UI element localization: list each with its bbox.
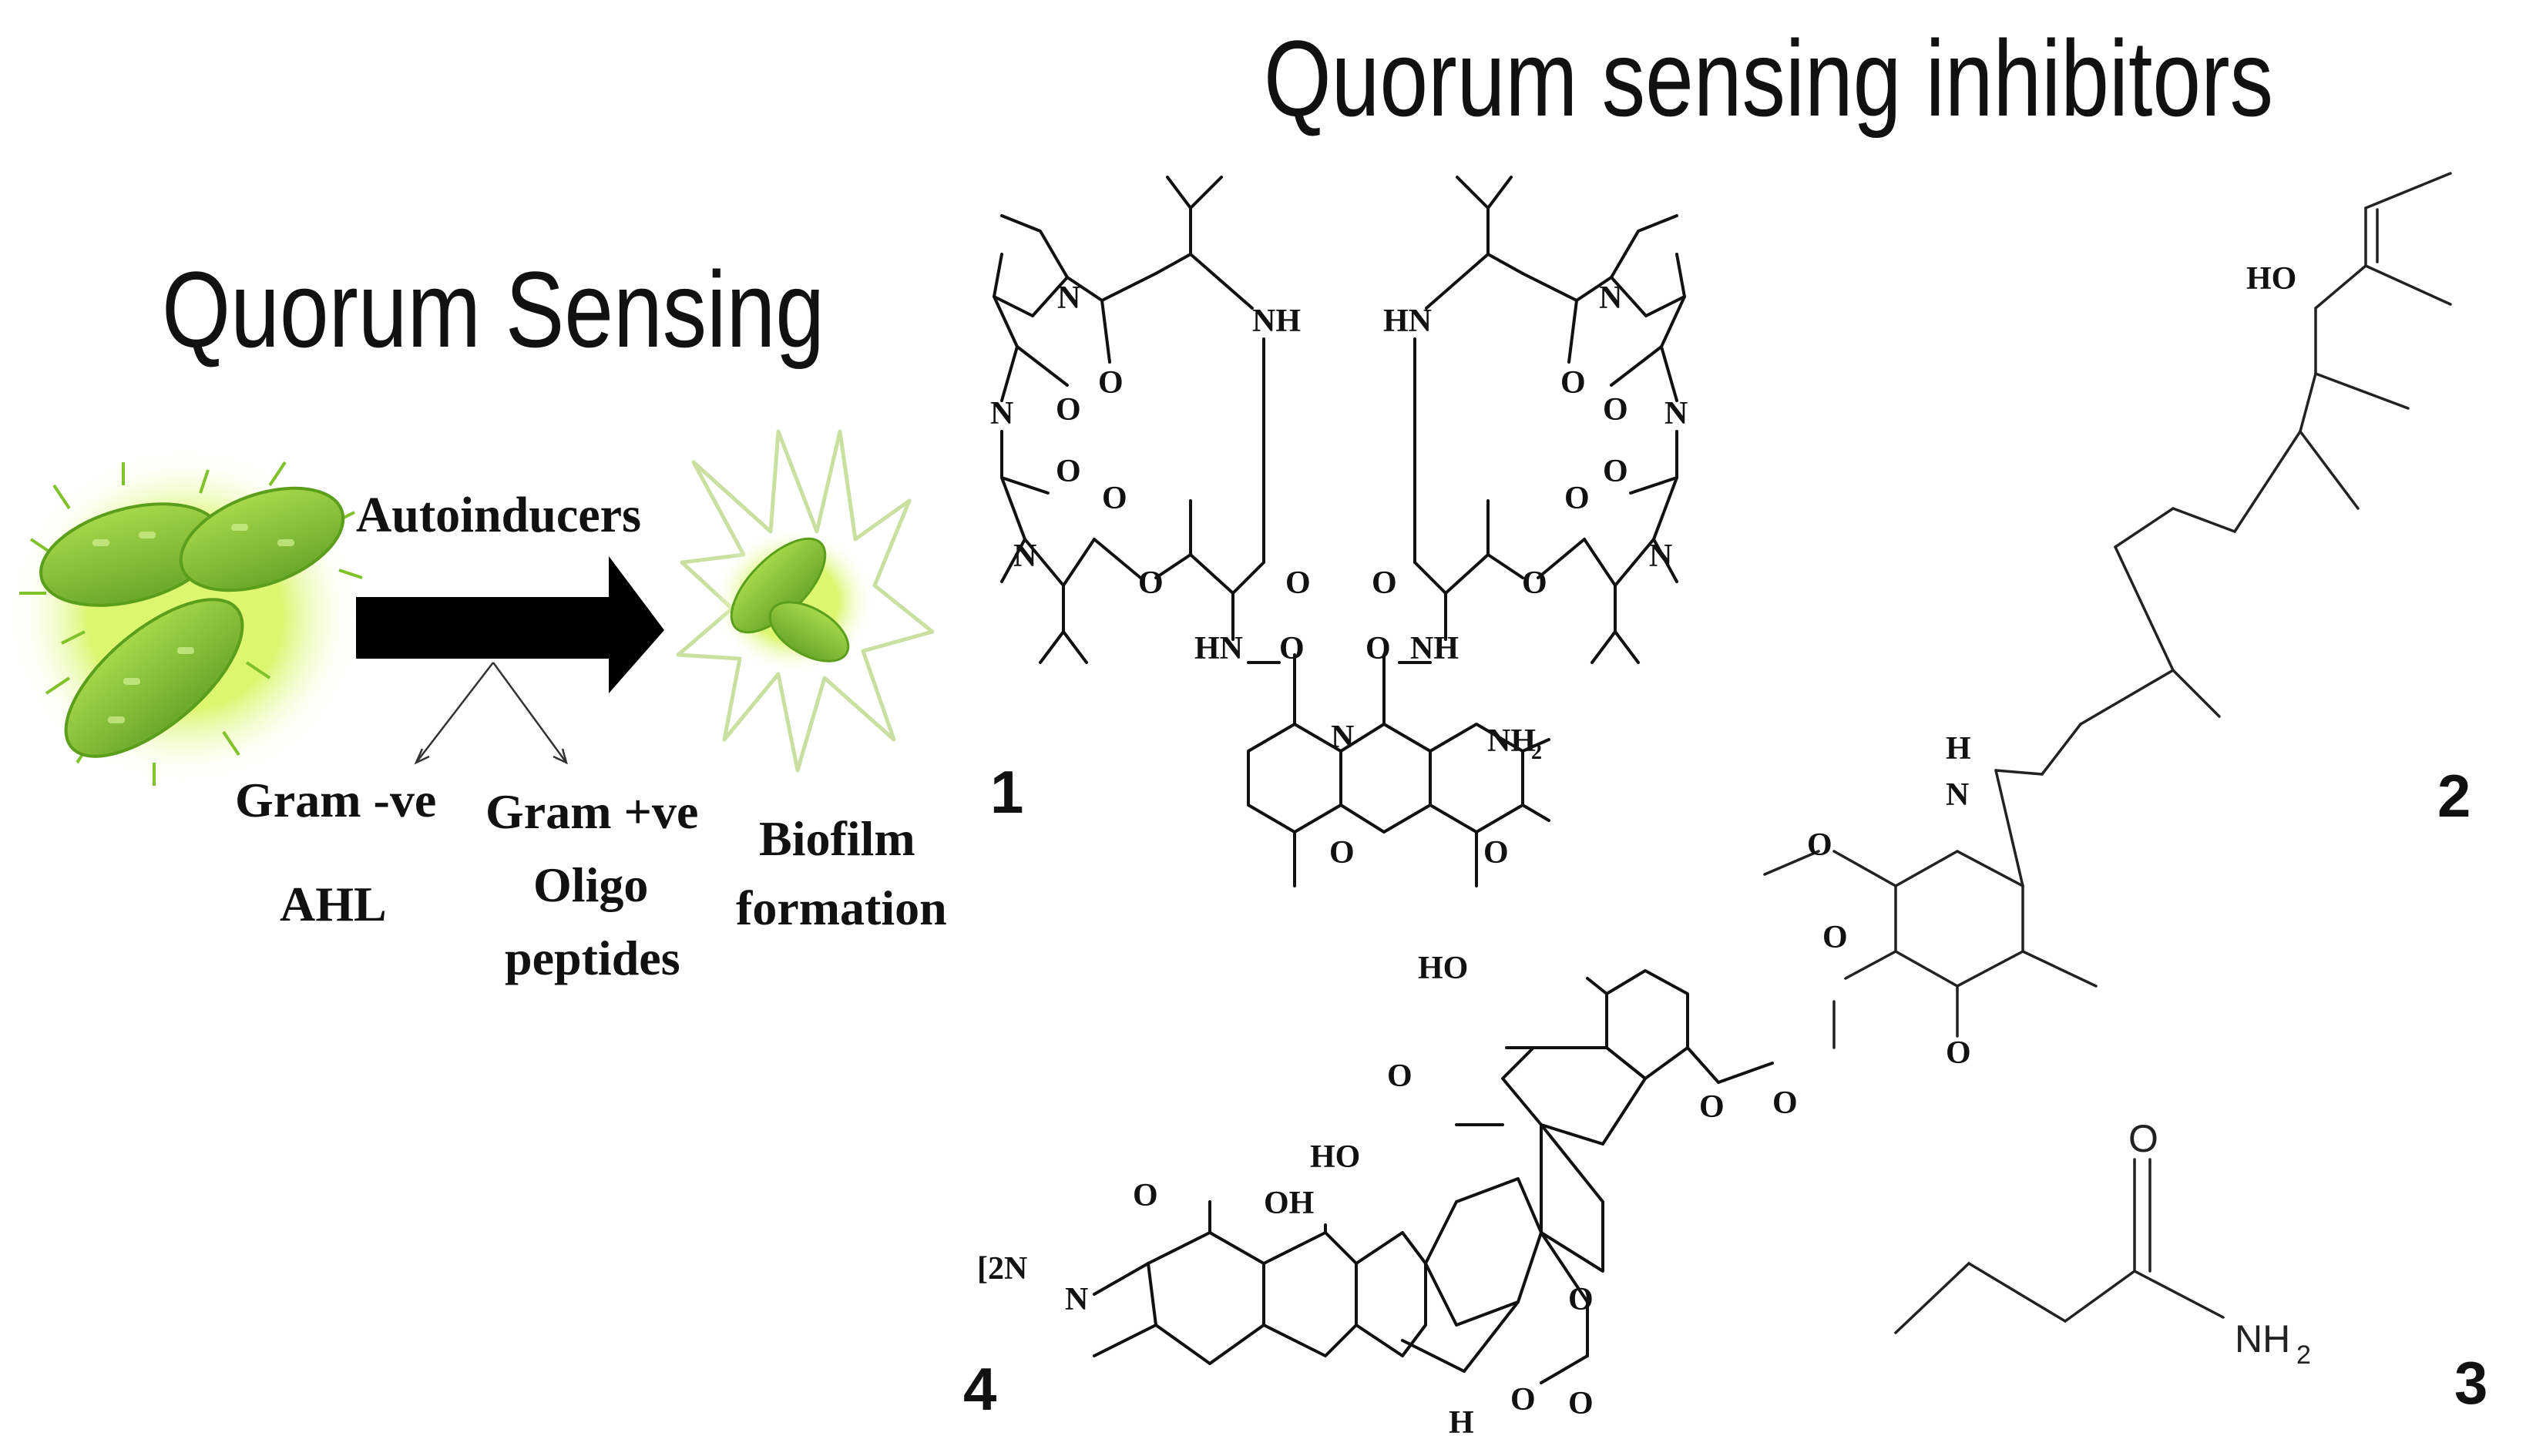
atom-label: N (990, 396, 1013, 431)
ahl-label: AHL (280, 877, 387, 931)
autoinducers-label: Autoinducers (356, 487, 641, 543)
compound-2-structure: HO H N O O O 2 (1763, 172, 2471, 1071)
atom-label: H (1449, 1405, 1474, 1441)
atom-label: O (1568, 1282, 1594, 1317)
atom-label: HN (1194, 631, 1243, 666)
atom-label: HO (1310, 1139, 1360, 1175)
atom-label: N (1065, 1282, 1088, 1317)
atom-label: N (1946, 777, 1969, 813)
atom-label: O (2128, 1117, 2158, 1160)
atom-label: N (1057, 280, 1080, 316)
atom-label: NH (1410, 631, 1459, 666)
title-quorum-sensing: Quorum Sensing (162, 249, 825, 370)
atom-label: O (1329, 835, 1355, 871)
atom-label: O (1138, 565, 1164, 601)
atom-label: O (1102, 481, 1127, 516)
atom-label: O (1772, 1085, 1798, 1121)
atom-label: O (1285, 565, 1311, 601)
atom-label: HN (1383, 304, 1432, 339)
peptides-label: peptides (505, 931, 680, 985)
atom-label: NH (1487, 723, 1536, 759)
atom-label: O (1372, 565, 1397, 601)
atom-label: O (1279, 631, 1305, 666)
atom-label: OH (1264, 1186, 1314, 1221)
atom-label: [2N (977, 1251, 1027, 1287)
atom-label: O (1365, 631, 1391, 666)
atom-label: O (1056, 454, 1081, 489)
atom-label: O (1946, 1035, 1971, 1071)
atom-label: O (1510, 1382, 1536, 1417)
atom-label: H (1946, 731, 1971, 767)
atom-label: O (1807, 827, 1832, 863)
atom-label: N (1649, 538, 1672, 574)
atom-label: O (1560, 365, 1586, 401)
oligo-label: Oligo (533, 857, 648, 912)
atom-label: N (1331, 720, 1354, 755)
atom-label: O (1568, 1386, 1594, 1421)
atom-label: N (1599, 280, 1622, 316)
atom-label: 2 (1531, 740, 1542, 764)
atom-label: O (1603, 454, 1628, 489)
gram-pos-label: Gram +ve (485, 784, 698, 839)
atom-label: O (1056, 392, 1081, 428)
branch-arrows (414, 662, 568, 765)
atom-label: O (1387, 1058, 1412, 1094)
atom-label: HO (2246, 261, 2296, 297)
biofilm-burst-icon (676, 429, 935, 773)
atom-label: NH (2235, 1317, 2290, 1360)
atom-label: O (1522, 565, 1547, 601)
atom-label: O (1098, 365, 1124, 401)
atom-label: O (1133, 1178, 1158, 1213)
compound-number-2: 2 (2437, 762, 2471, 830)
atom-label: O (1564, 481, 1590, 516)
title-inhibitors: Quorum sensing inhibitors (1264, 18, 2273, 139)
compound-1-structure: N NH HN N O O N O N O O O O O N N O O O … (990, 176, 1688, 887)
atom-label: NH (1252, 304, 1301, 339)
atom-label: O (1699, 1089, 1725, 1125)
compound-number-3: 3 (2454, 1349, 2487, 1417)
bacteria-cluster-icon (8, 447, 363, 786)
compound-4-structure: HO O O O HO O OH [2N N O O O H 4 (963, 951, 1798, 1441)
atom-label: 2 (2296, 1340, 2311, 1370)
autoinducer-arrow (356, 556, 664, 693)
biofilm-label: Biofilm (759, 811, 915, 866)
gram-neg-label: Gram -ve (235, 773, 436, 827)
atom-label: O (1822, 920, 1848, 955)
compound-number-1: 1 (990, 758, 1023, 826)
atom-label: O (1603, 392, 1628, 428)
atom-label: N (1664, 396, 1688, 431)
atom-label: O (1483, 835, 1509, 871)
atom-label: N (1013, 538, 1036, 574)
atom-label: HO (1418, 951, 1468, 986)
compound-number-4: 4 (963, 1355, 996, 1423)
compound-3-structure: O NH 2 3 (1894, 1117, 2487, 1417)
formation-label: formation (736, 881, 947, 935)
